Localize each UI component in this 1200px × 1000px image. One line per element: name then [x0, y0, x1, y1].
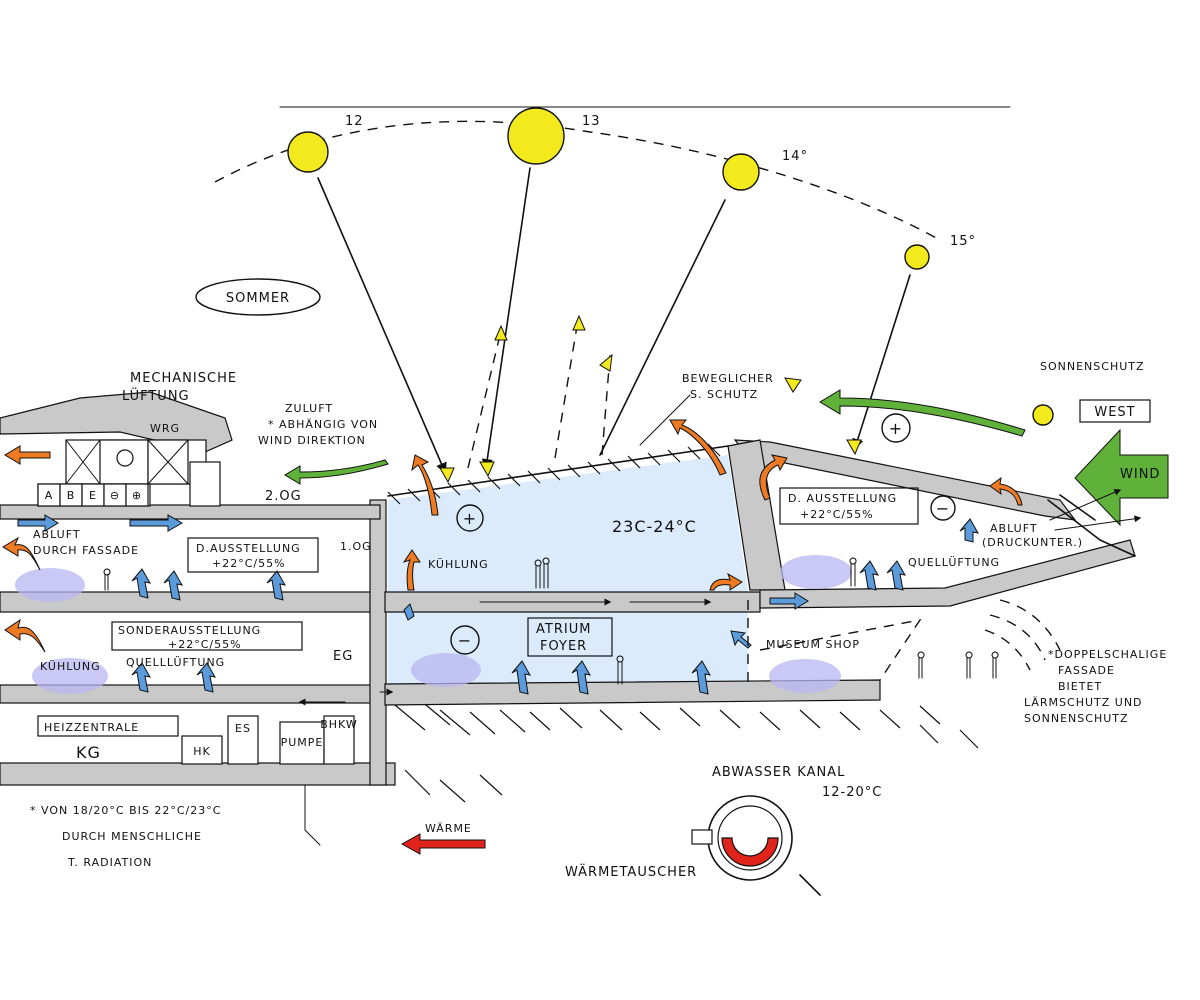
wind-line-2 — [1054, 515, 1142, 531]
svg-text:WRG: WRG — [150, 422, 180, 435]
wind-big-arrow — [1074, 428, 1169, 527]
svg-text:D. AUSSTELLUNG+22°C/55%: D. AUSSTELLUNG+22°C/55% — [788, 492, 897, 521]
occupancy-zones — [15, 555, 852, 694]
svg-text:12: 12 — [345, 114, 364, 129]
museum-shop-label: MUSEUM SHOP — [766, 638, 860, 651]
exhibition-1og-label: D.AUSSTELLUNG+22°C/55% — [187, 537, 319, 573]
sun-13: 13 — [507, 107, 601, 165]
svg-text:ES: ES — [235, 722, 251, 735]
svg-text:SOMMER: SOMMER — [226, 291, 290, 306]
wind-line-1 — [1049, 488, 1122, 521]
svg-text:A: A — [45, 489, 54, 502]
floor-eg-label: EG — [333, 649, 353, 664]
right-roof — [733, 439, 1077, 521]
people — [103, 557, 999, 685]
svg-text:+: + — [889, 419, 903, 438]
sun-12: 12 — [287, 114, 364, 173]
svg-text:HK: HK — [193, 745, 211, 758]
sun-path — [214, 120, 941, 241]
exhaust-facade-label: ABLUFT DURCH FASSADE — [33, 528, 139, 557]
cool-air-arrows — [17, 514, 979, 695]
footnote-label: * VON 18/20°C BIS 22°C/23°C DURCH MENSCH… — [30, 804, 226, 869]
svg-text:+: + — [463, 509, 477, 528]
svg-text:−: − — [936, 499, 950, 518]
west-sun — [1032, 404, 1054, 426]
heating-center-label: HEIZZENTRALE — [37, 715, 179, 737]
glazed-roof — [387, 445, 729, 497]
svg-text:PUMPE: PUMPE — [281, 736, 324, 749]
atrium-volume — [388, 455, 748, 684]
heat-exchanger-symbol — [691, 795, 821, 896]
svg-text:D.AUSSTELLUNG+22°C/55%: D.AUSSTELLUNG+22°C/55% — [196, 542, 301, 570]
svg-text:14°: 14° — [782, 149, 808, 164]
special-exhibition-label: SONDERAUSSTELLUNG+22°C/55% — [111, 621, 303, 651]
sun-shading-label: SONNENSCHUTZ — [1040, 360, 1145, 373]
supply-air-label: ZULUFT * ABHÄNGIG VON WIND DIREKTION — [258, 402, 383, 447]
svg-text:⊖: ⊖ — [110, 489, 120, 502]
floor-2og-label: 2.OG — [265, 489, 302, 504]
core-wall — [369, 499, 387, 786]
heat-label: WÄRME — [425, 822, 472, 835]
svg-text:−: − — [458, 631, 472, 650]
svg-text:SONDERAUSSTELLUNG+22°C/55%: SONDERAUSSTELLUNG+22°C/55% — [118, 624, 261, 651]
exhaust-right-label: ABLUFT (DRUCKUNTER.) — [982, 522, 1083, 549]
movable-shading-label: BEWEGLICHER S. SCHUTZ — [682, 372, 778, 401]
atrium-cooling-label: KÜHLUNG — [428, 558, 489, 571]
wind-arrows — [284, 389, 1169, 527]
sun-rays — [317, 167, 911, 475]
shading-leader — [639, 394, 691, 446]
text-labels: MECHANISCHE LÜFTUNG ZULUFT * ABHÄNGIG VO… — [30, 360, 1172, 880]
heat-exchanger-label: WÄRMETAUSCHER — [565, 864, 697, 880]
warm-air-arrows — [2, 419, 1023, 653]
ahu-modules: A B E ⊖ ⊕ — [37, 483, 149, 507]
flow-lines — [298, 598, 712, 846]
svg-text:B: B — [67, 489, 76, 502]
svg-text:WEST: WEST — [1094, 405, 1135, 420]
ahu-unit: WRG A B E ⊖ ⊕ — [37, 422, 221, 507]
ground-hatching — [394, 699, 979, 803]
sun-15: 15° — [904, 234, 976, 270]
pressure-markers: + + − − — [450, 413, 956, 655]
shading-louvres — [387, 443, 721, 505]
source-ventilation-right-label: QUELLÜFTUNG — [908, 556, 1000, 569]
floor-kg-label: KG — [76, 743, 101, 762]
sewer-label: ABWASSER KANAL 12-20°C — [712, 765, 882, 800]
sun-14: 14° — [722, 149, 808, 191]
wind-label: WIND — [1120, 467, 1160, 482]
cooling-eg-label: KÜHLUNG — [40, 660, 101, 673]
svg-text:HEIZZENTRALE: HEIZZENTRALE — [44, 721, 139, 734]
svg-text:E: E — [89, 489, 97, 502]
left-roof — [0, 391, 233, 453]
svg-text:⊕: ⊕ — [132, 489, 142, 502]
shop-dashed — [759, 619, 922, 681]
svg-text:15°: 15° — [950, 234, 976, 249]
slab-2og — [0, 504, 381, 520]
double-facade-label: *DOPPELSCHALIGE FASSADE BIETET LÄRMSCHUT… — [1024, 648, 1172, 725]
season-label: SOMMER — [195, 278, 321, 316]
svg-text:BHKW: BHKW — [320, 718, 358, 731]
ground-slab — [384, 679, 881, 706]
heating-equipment: HK ES PUMPE BHKW — [181, 715, 358, 765]
floor-1og-label: 1.OG — [340, 540, 372, 553]
west-label: WEST — [1079, 399, 1151, 423]
mechanical-ventilation-label: MECHANISCHE LÜFTUNG — [122, 371, 242, 404]
source-ventilation-eg-label: QUELLLÜFTUNG — [126, 656, 225, 669]
atrium-temperature-label: 23C-24°C — [612, 517, 697, 536]
heat-arrow — [400, 833, 486, 855]
reflected-light-arrows — [439, 314, 862, 484]
noise-arcs — [984, 599, 1061, 671]
slab-kg — [0, 762, 396, 786]
exhibition-right-label: D. AUSSTELLUNG+22°C/55% — [779, 487, 919, 525]
svg-text:13: 13 — [582, 114, 601, 129]
